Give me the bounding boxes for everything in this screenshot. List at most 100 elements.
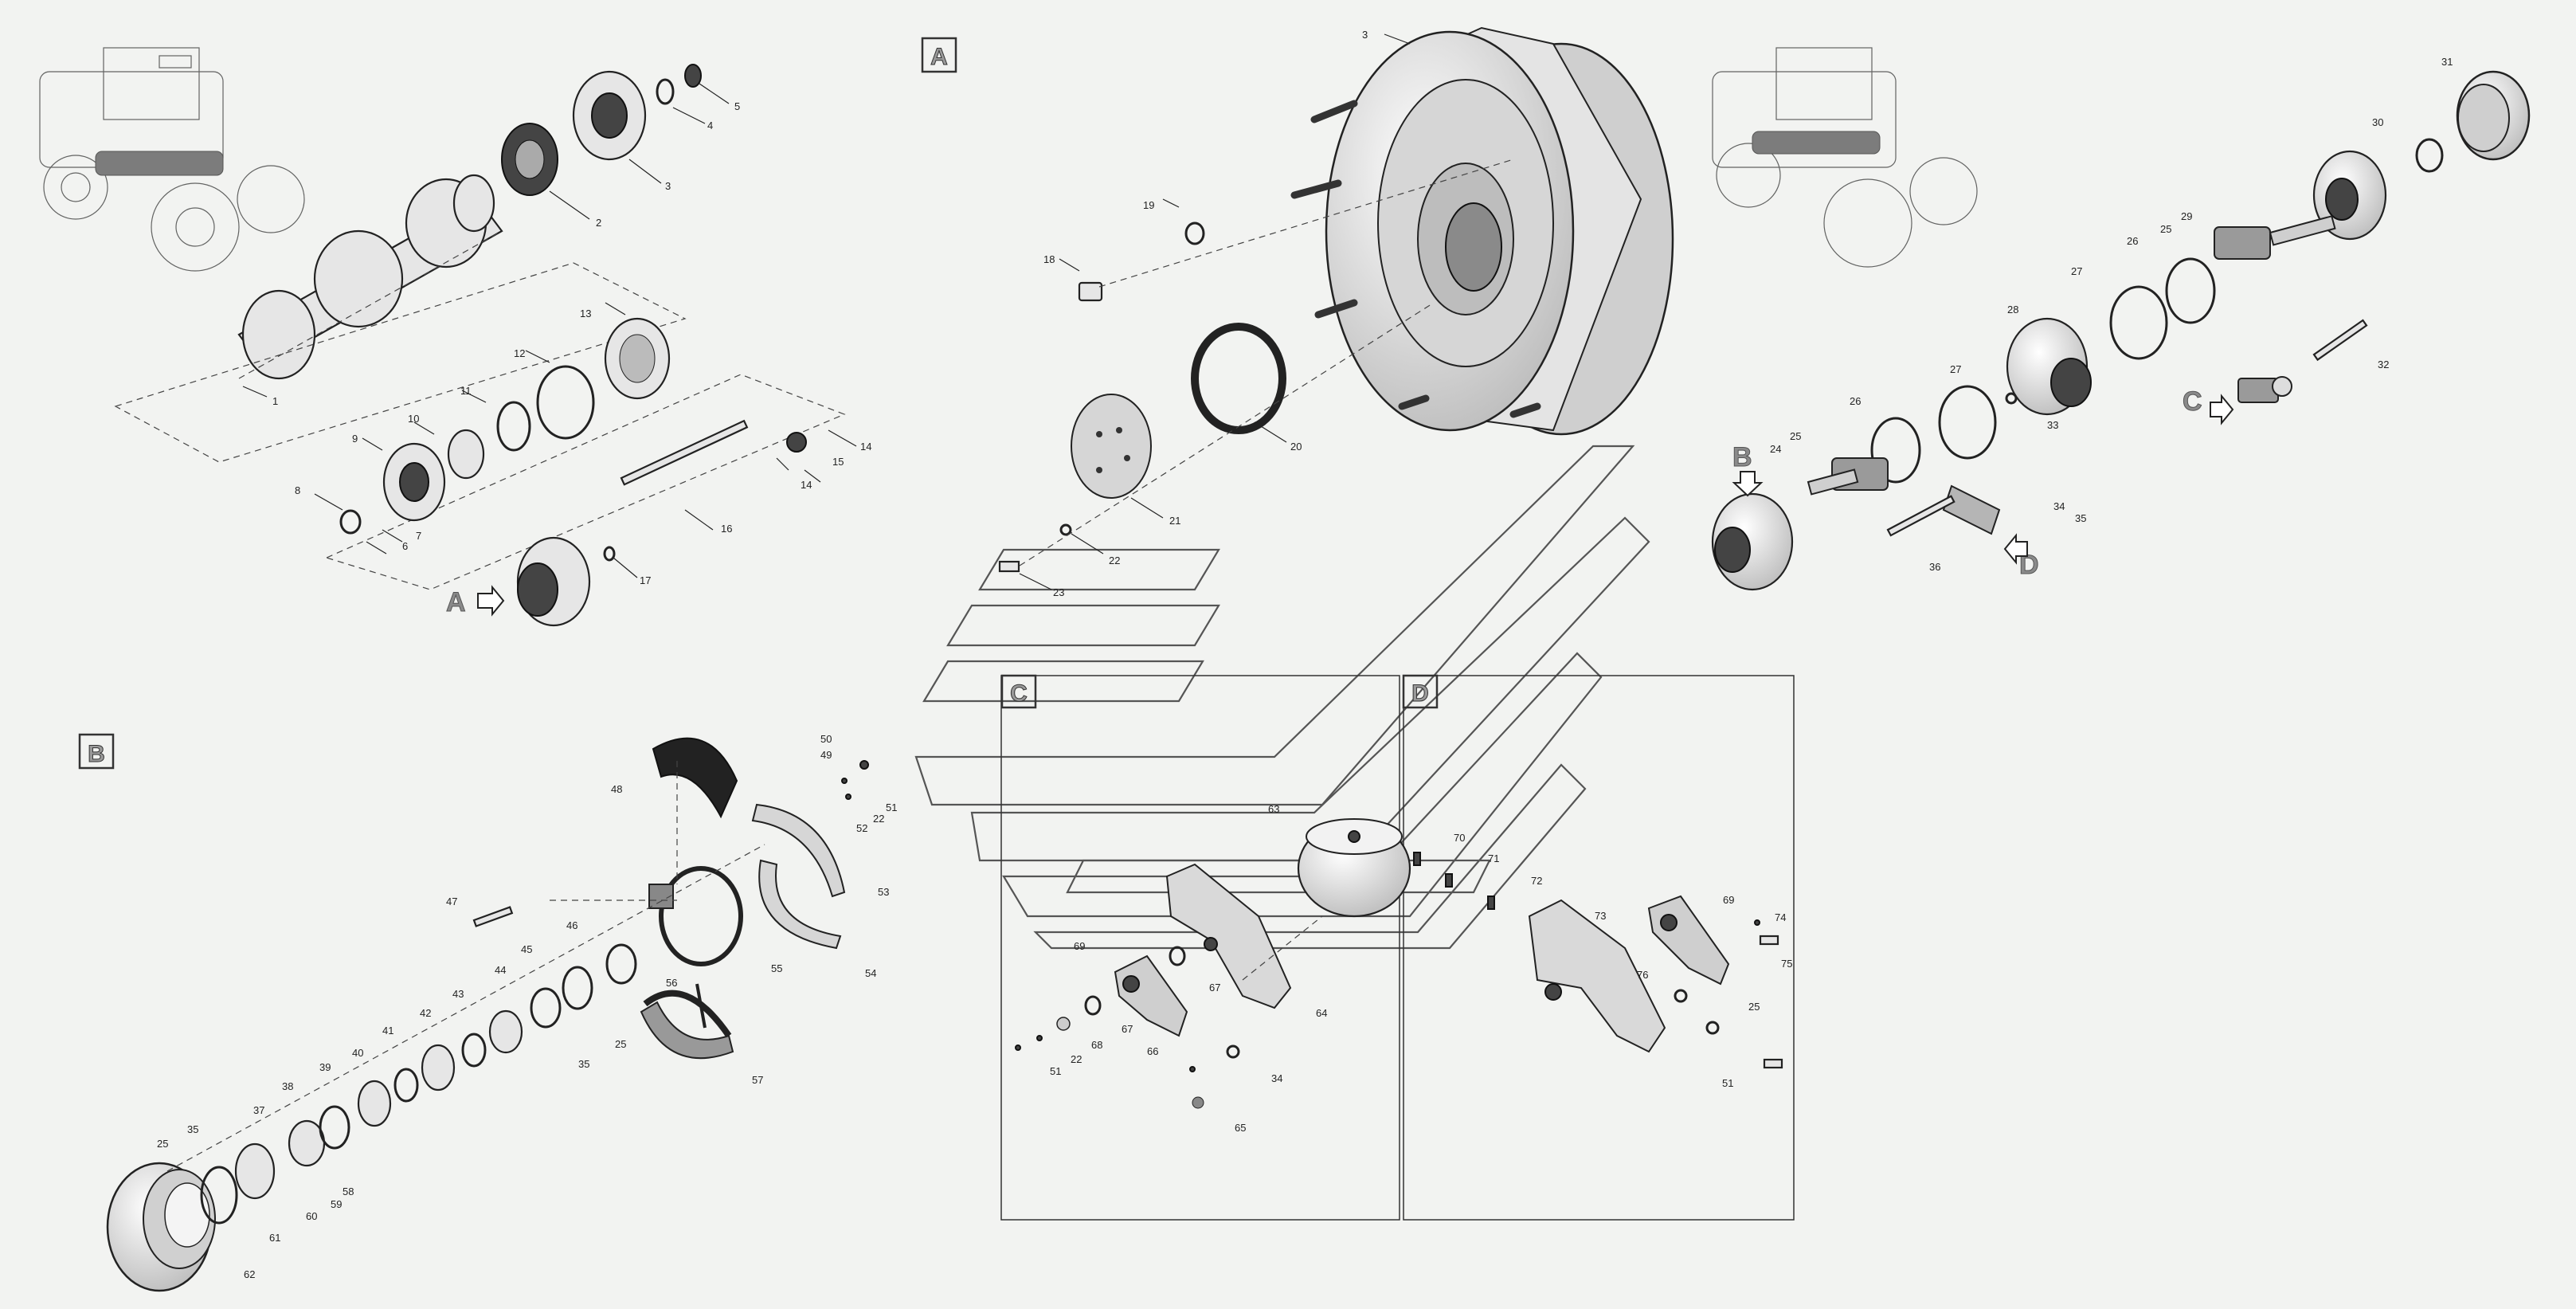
cam-shaft-29	[2214, 215, 2336, 260]
callout-69b: 69	[1723, 894, 1734, 906]
callout-4: 4	[707, 120, 713, 131]
gear-15	[786, 432, 807, 453]
arrow-icon-d	[2003, 533, 2028, 565]
callout-32: 32	[2378, 359, 2389, 370]
callout-59: 59	[331, 1198, 342, 1210]
brake-shoe-53	[751, 803, 846, 898]
bearing-41	[421, 1044, 456, 1091]
seal-12	[536, 365, 595, 440]
callout-44: 44	[495, 964, 506, 976]
callout-3b: 3	[1362, 29, 1368, 41]
callout-25b: 25	[1790, 430, 1801, 442]
callout-51a: 51	[886, 801, 897, 813]
callout-55: 55	[771, 962, 782, 974]
callout-49: 49	[820, 749, 832, 761]
nut-50	[859, 760, 869, 770]
callout-15: 15	[832, 456, 844, 468]
section-b-frame	[78, 733, 115, 770]
callout-46: 46	[566, 919, 577, 931]
callout-67b: 67	[1122, 1023, 1133, 1035]
gasket-27	[2109, 285, 2168, 360]
ring-61	[200, 1166, 238, 1225]
callout-8: 8	[295, 484, 300, 496]
callout-54: 54	[865, 967, 876, 979]
seal-26	[2165, 257, 2216, 324]
callout-64: 64	[1316, 1007, 1327, 1019]
callout-26a: 26	[2127, 235, 2138, 247]
hub-assembly-A	[516, 536, 591, 627]
callout-63: 63	[1268, 803, 1279, 815]
clip-71	[1445, 873, 1453, 888]
nut-5	[684, 64, 702, 88]
snap-ring-11	[496, 401, 531, 452]
brake-lining-48	[652, 737, 738, 819]
callout-10: 10	[408, 413, 419, 425]
callout-21: 21	[1169, 515, 1180, 527]
callout-25c: 25	[157, 1138, 168, 1150]
callout-60: 60	[306, 1210, 317, 1222]
nut-34c	[1226, 1044, 1240, 1059]
arrow-label-d: D	[2019, 550, 2039, 580]
callout-52: 52	[856, 822, 867, 834]
callout-57: 57	[752, 1074, 763, 1086]
seal-ring-4	[656, 78, 675, 105]
pin-51b	[845, 794, 851, 800]
callout-73: 73	[1595, 910, 1606, 922]
brake-drum-31	[2456, 70, 2531, 161]
callout-34a: 34	[2053, 500, 2065, 512]
gasket-20	[1191, 323, 1286, 434]
callout-66: 66	[1147, 1045, 1158, 1057]
slack-adjuster-69	[1114, 954, 1188, 1037]
callout-29: 29	[2181, 210, 2192, 222]
callout-71: 71	[1488, 852, 1499, 864]
ring-17	[603, 546, 616, 562]
callout-14b: 14	[801, 479, 812, 491]
nut-65	[1192, 1096, 1204, 1109]
pin-47	[472, 906, 514, 927]
callout-22a: 22	[1109, 555, 1120, 566]
detail-box-c	[1000, 675, 1400, 1221]
callout-42: 42	[420, 1007, 431, 1019]
group-frame-2	[325, 374, 846, 590]
callout-25d: 25	[615, 1038, 626, 1050]
callout-51b: 51	[1050, 1065, 1061, 1077]
callout-25e: 25	[1748, 1001, 1760, 1013]
callout-13: 13	[580, 308, 591, 319]
callout-17: 17	[640, 574, 651, 586]
hub-carrier-3	[572, 70, 647, 161]
tractor-thumbnail-left	[39, 47, 305, 272]
callout-24: 24	[1770, 443, 1781, 455]
callout-30: 30	[2372, 116, 2383, 128]
callout-6: 6	[402, 540, 408, 552]
brake-drum-3	[1325, 26, 1674, 436]
callout-65: 65	[1235, 1122, 1246, 1134]
callout-74: 74	[1775, 911, 1786, 923]
seal-30	[2415, 138, 2444, 173]
callout-61: 61	[269, 1232, 280, 1244]
bracket-73	[1528, 899, 1666, 1053]
pin-74	[1754, 919, 1760, 926]
callout-41: 41	[382, 1025, 393, 1037]
arrow-label-c: C	[2183, 386, 2202, 417]
bracket-c	[2237, 376, 2292, 403]
callout-69a: 69	[1074, 940, 1085, 952]
callout-33: 33	[2047, 419, 2058, 431]
callout-47: 47	[446, 896, 457, 907]
group-frame-1	[114, 262, 687, 463]
callout-76: 76	[1637, 969, 1648, 981]
cover-plate-21	[1071, 394, 1152, 499]
callout-18: 18	[1043, 253, 1055, 265]
callout-40: 40	[352, 1047, 363, 1059]
hub-43	[488, 1009, 523, 1054]
callout-43: 43	[452, 988, 464, 1000]
detail-box-c-label: C	[1010, 680, 1028, 707]
pin-49	[841, 778, 848, 784]
callout-1: 1	[272, 395, 278, 407]
ring-45	[562, 966, 593, 1010]
callout-70: 70	[1454, 832, 1465, 844]
callout-58: 58	[343, 1186, 354, 1197]
wheel-studs	[1290, 100, 1541, 418]
washer-68	[1056, 1017, 1071, 1031]
callout-9: 9	[352, 433, 358, 445]
spring-56	[695, 983, 707, 1029]
